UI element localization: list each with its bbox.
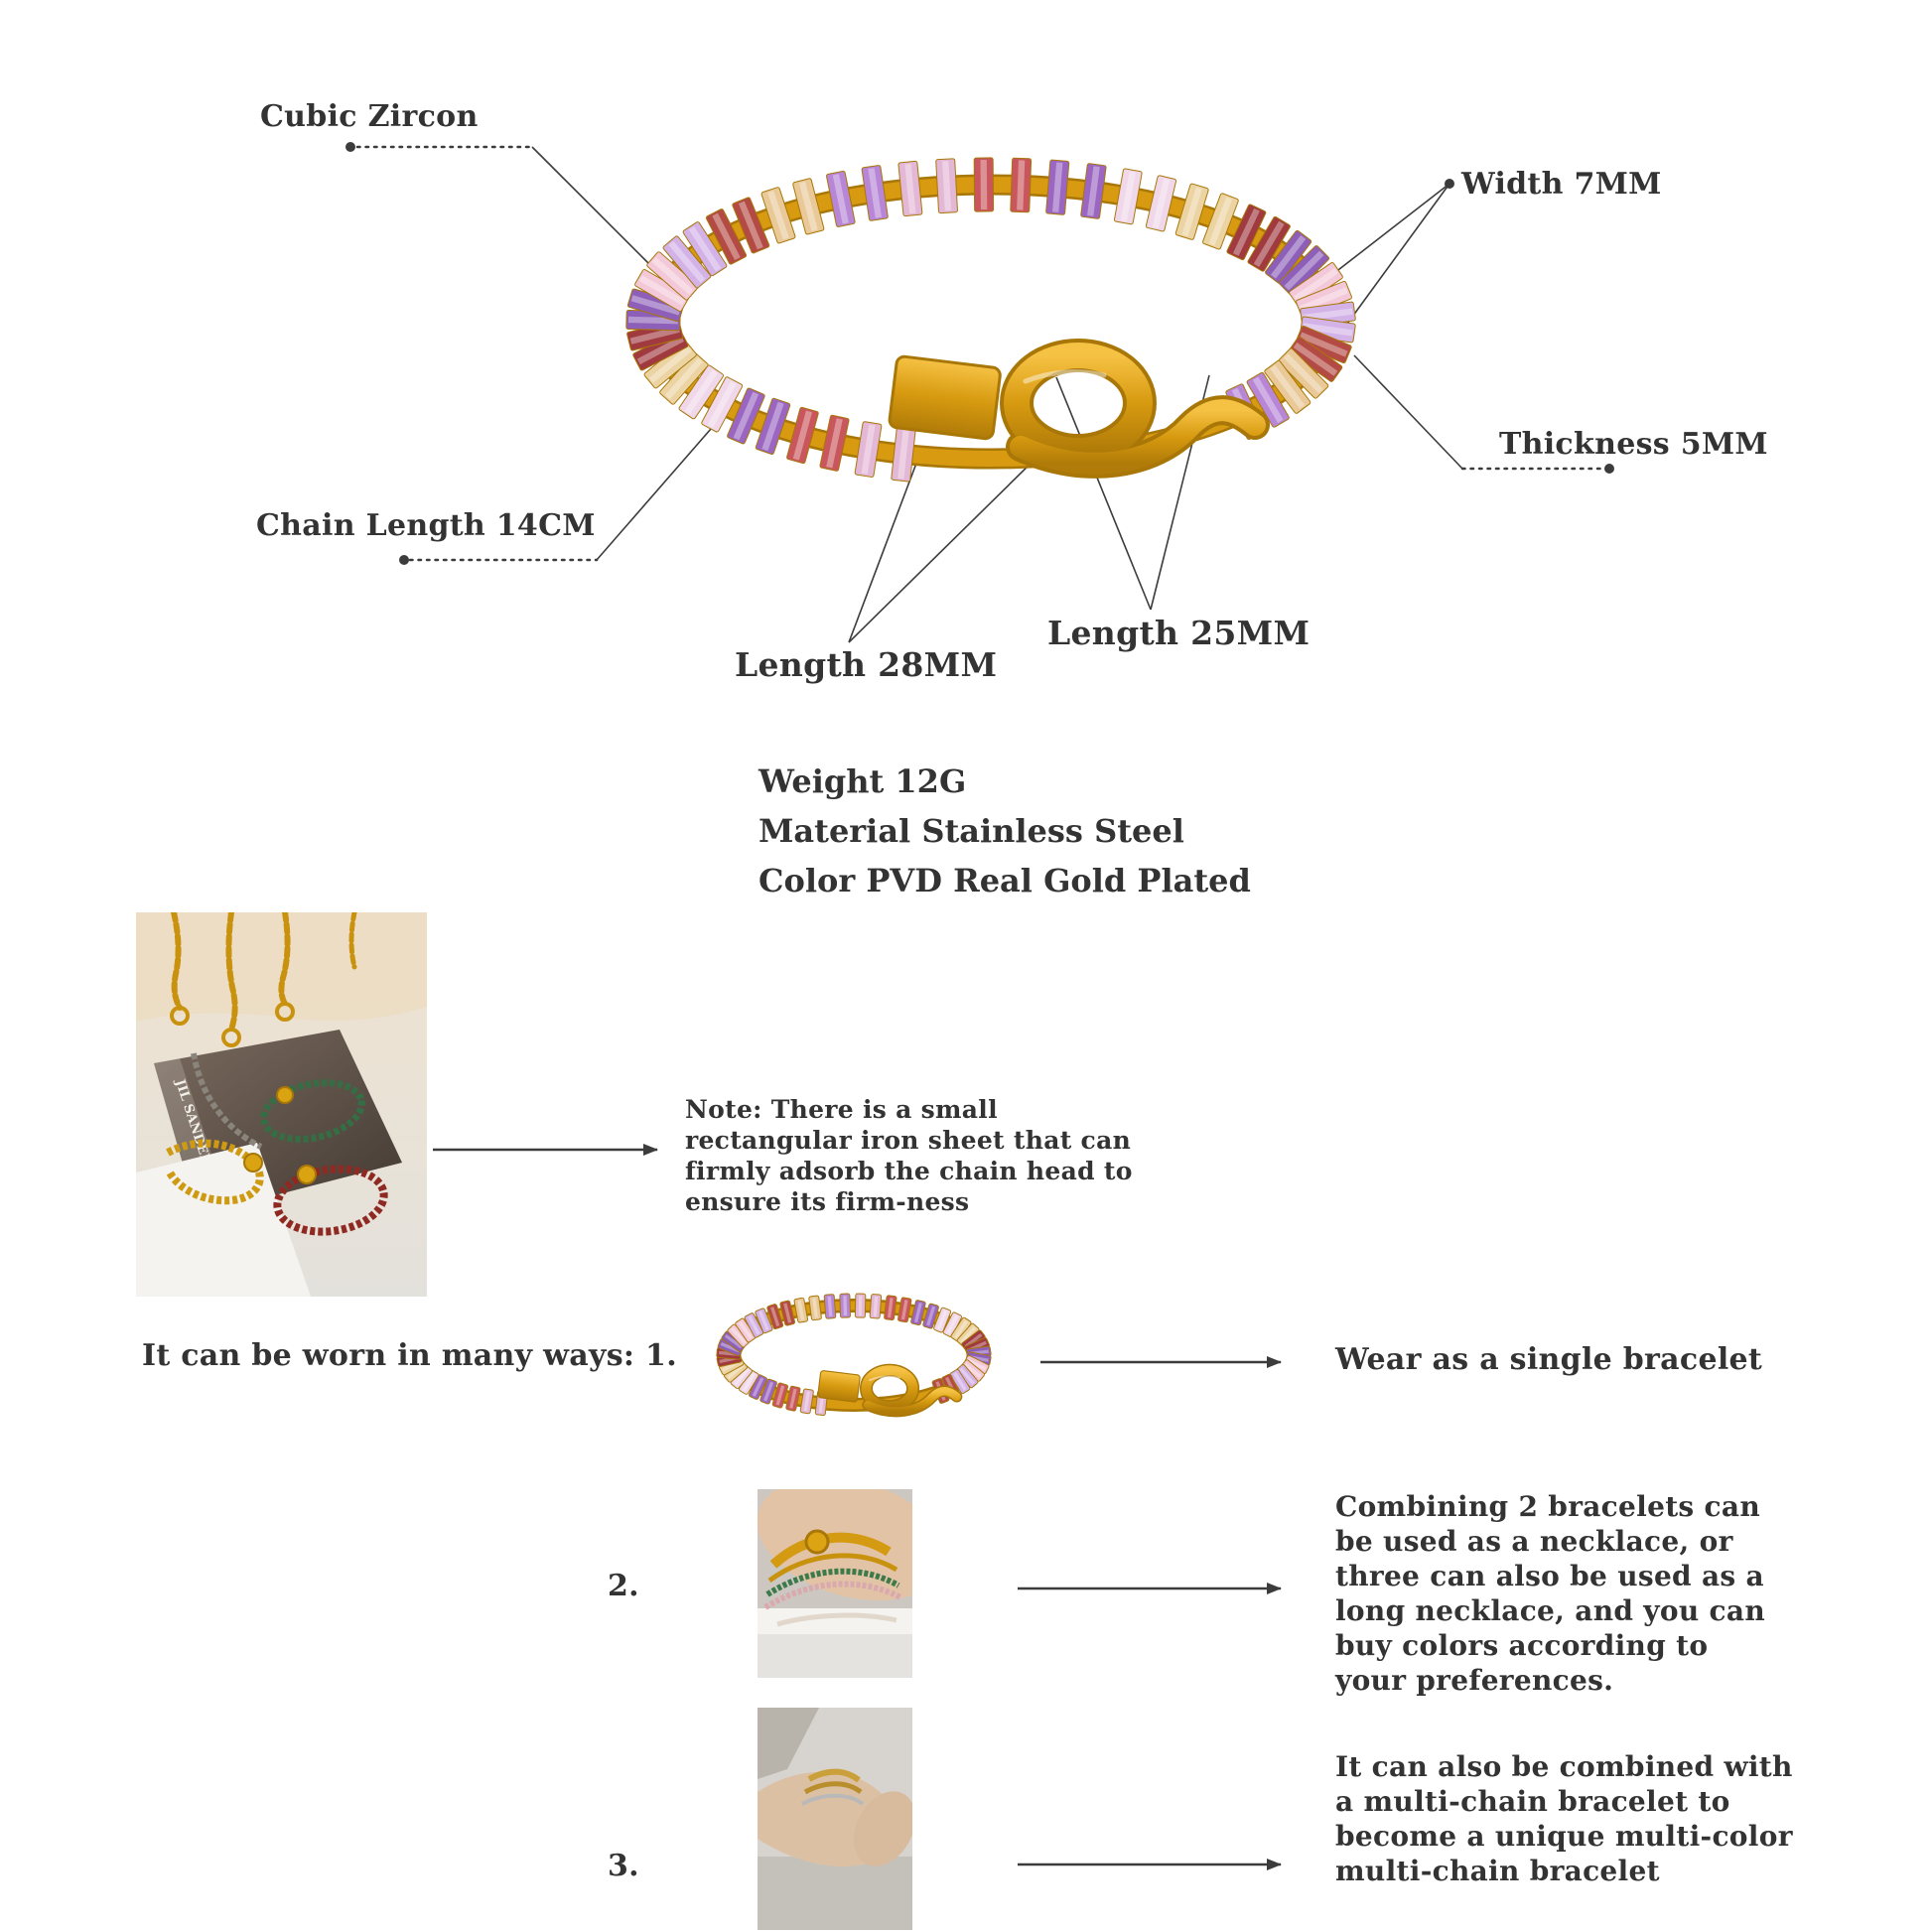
stacked-bracelets [763,1529,902,1610]
zircon-stone [701,376,744,433]
clasp-knot [817,1363,963,1418]
zircon-stone [1264,359,1311,414]
zircon-stone [727,387,765,445]
zircon-stone [933,1307,952,1333]
way1-text: Wear as a single bracelet [1335,1342,1763,1377]
zircon-stone [854,421,883,478]
zircon-stone [854,1293,867,1318]
zircon-stone [910,1300,926,1326]
zircon-stone [1202,193,1239,250]
zircon-stone [1045,159,1070,215]
zircon-stone [779,1300,796,1326]
bracelet-small-illustration [716,1293,992,1418]
way3-text: It can also be combined with a multi-cha… [1335,1750,1793,1887]
gold-chain-bracelet [166,1139,264,1205]
hand [853,1791,912,1866]
zircon-stone [732,197,770,254]
zircon-stone [785,1385,801,1412]
zircon-stone [884,1295,897,1320]
zircon-stone [839,1293,851,1318]
zircon-stone [771,1382,789,1409]
zircon-stone [705,208,748,265]
zircon-stone [891,426,916,483]
bracelet-main-illustration [625,157,1356,483]
zircon-stone [1278,347,1329,399]
note-text: Note: There is a small rectangular iron … [685,1095,1133,1216]
zircon-stone [897,1297,912,1323]
wrist-bracelets [801,1768,865,1806]
callout-cubic-zircon: Cubic Zircon [260,99,479,134]
zircon-stone [950,1316,972,1342]
zircon-stone [819,414,850,472]
zircon-stone [682,221,728,277]
sleeve [758,1708,819,1779]
zircon-stone [759,1378,777,1405]
spec-block: Weight 12G Material Stainless Steel Colo… [759,757,1251,905]
callout-width: Width 7MM [1461,167,1662,202]
gray-chain [191,1052,263,1150]
photo-backdrop [136,912,427,1022]
white-paper [136,1143,311,1297]
zircon-stone [1226,204,1267,261]
hanging-gold-chains [170,912,357,1047]
zircon-stone [808,1295,822,1321]
zircon-stone [973,157,995,212]
zircon-stone [792,178,825,235]
zircon-stone [755,397,791,455]
way3-floor [758,1857,912,1930]
zircon-stone [678,364,725,420]
zircon-stone [823,1294,837,1319]
zircon-stone [766,1304,784,1330]
way2-text: Combining 2 bracelets can be used as a n… [1335,1490,1765,1697]
way2-number: 2. [608,1569,639,1603]
zircon-stone [1174,183,1209,240]
ways-intro: It can be worn in many ways: 1. [142,1338,677,1373]
way3-number: 3. [608,1849,639,1883]
spec-material: Material Stainless Steel [759,812,1184,850]
bracelets-photo: JIL SANDER [136,912,427,1297]
callout-length-28: Length 28MM [735,645,998,684]
spec-weight: Weight 12G [759,762,967,800]
zircon-stone [735,1317,757,1343]
zircon-stone [1265,229,1312,284]
zircon-stone [1246,371,1290,428]
zircon-stone [730,1364,753,1390]
zircon-stone [755,1308,773,1334]
way2-floor [758,1634,912,1678]
callout-chain-length: Chain Length 14CM [256,508,596,543]
zircon-stone [1145,175,1177,232]
clasp-knot [888,339,1270,479]
zircon-stone [869,1294,883,1319]
zircon-stone [826,170,856,227]
way3-photo-wrist [758,1708,912,1930]
zircon-stone [799,1388,814,1415]
callout-length-25: Length 25MM [1047,614,1311,652]
zircon-stone [897,160,923,217]
zircon-stone [744,1312,764,1338]
zircon-stone [922,1303,939,1329]
zircon-stone [935,158,958,214]
zircon-stone [646,251,699,301]
spec-color: Color PVD Real Gold Plated [759,862,1251,899]
reflection [776,1612,897,1627]
zircon-stone [1010,157,1033,213]
zircon-stone [662,235,712,289]
zircon-stone [1247,215,1291,272]
zircon-stone [1295,325,1352,364]
zircon-stone [1113,168,1143,225]
zircon-stone [760,187,796,244]
way2-photo-stacked-bracelets [758,1489,912,1678]
zircon-stone [861,165,889,221]
callout-thickness: Thickness 5MM [1499,427,1768,462]
zircon-stone [793,1297,809,1323]
zircon-stone [786,406,819,465]
zircon-stone [659,352,709,405]
zircon-stone [1080,163,1107,219]
